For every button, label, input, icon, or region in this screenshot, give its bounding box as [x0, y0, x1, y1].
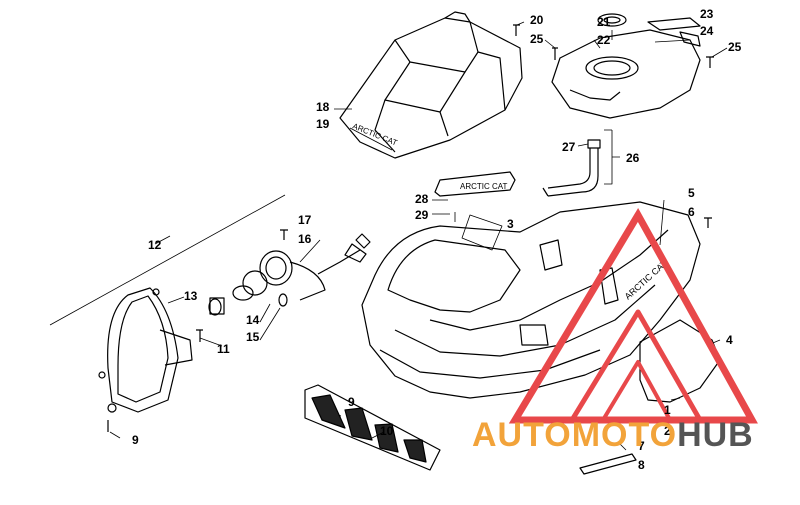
callout-16: 16: [298, 232, 312, 246]
screw: [513, 24, 520, 36]
callout-22: 22: [597, 33, 611, 47]
callout-26: 26: [626, 151, 640, 165]
screw: [280, 229, 288, 240]
fender-flare: [639, 319, 721, 403]
callout-24: 24: [700, 24, 714, 38]
leader-lines: [109, 30, 721, 439]
callout-14: 14: [246, 313, 260, 327]
callout-12: 12: [148, 238, 162, 252]
callout-15: 15: [246, 330, 260, 344]
watermark-triangle: [508, 208, 758, 424]
callout-5: 5: [688, 186, 695, 200]
callout-9-lower: 9: [132, 433, 139, 447]
callout-8: 8: [638, 458, 645, 472]
screw: [706, 56, 714, 68]
callout-17: 17: [298, 213, 312, 227]
fuel-cap-ring: [597, 13, 627, 27]
callout-1: 1: [664, 403, 671, 417]
tank-cover: [551, 29, 701, 119]
watermark-text: AUTOMOTOHUB: [472, 417, 754, 453]
callout-11: 11: [217, 342, 230, 356]
screw: [552, 47, 558, 60]
headlight-assembly: [98, 287, 193, 413]
callout-7: 7: [638, 439, 645, 453]
storage-lid: ARCTIC CAT: [432, 171, 516, 222]
callout-28: 28: [415, 192, 429, 206]
callout-2: 2: [664, 424, 671, 438]
watermark-part1: AUTOMOTO: [472, 416, 678, 454]
screw: [196, 329, 203, 342]
callout-3: 3: [507, 217, 514, 231]
callout-19: 19: [316, 117, 330, 131]
callout-9-upper: 9: [348, 395, 355, 409]
group-line: [49, 194, 286, 326]
hood-cover: ARCTIC CAT: [339, 11, 523, 159]
lid-logo-decal: ARCTIC CAT: [460, 182, 508, 191]
callout-25-left: 25: [530, 32, 544, 46]
decal-3: [461, 214, 503, 251]
decal-strip: [647, 17, 701, 31]
callout-23: 23: [700, 7, 714, 21]
front-grille: [304, 384, 441, 471]
vent-hose: [542, 129, 620, 197]
callout-13: 13: [184, 289, 198, 303]
headlight-socket: [208, 233, 371, 316]
callout-10: 10: [380, 424, 394, 438]
callout-4: 4: [726, 333, 733, 347]
hood-logo-decal: ARCTIC CAT: [351, 122, 398, 148]
callout-20: 20: [530, 13, 544, 27]
callout-27: 27: [562, 140, 576, 154]
callout-18: 18: [316, 100, 330, 114]
watermark-part2: HUB: [677, 416, 754, 454]
callout-6: 6: [688, 205, 695, 219]
callout-25-right: 25: [728, 40, 742, 54]
callout-21: 21: [597, 15, 611, 29]
reflector-strip: [579, 453, 637, 475]
callout-29: 29: [415, 208, 429, 222]
screw: [704, 217, 712, 228]
